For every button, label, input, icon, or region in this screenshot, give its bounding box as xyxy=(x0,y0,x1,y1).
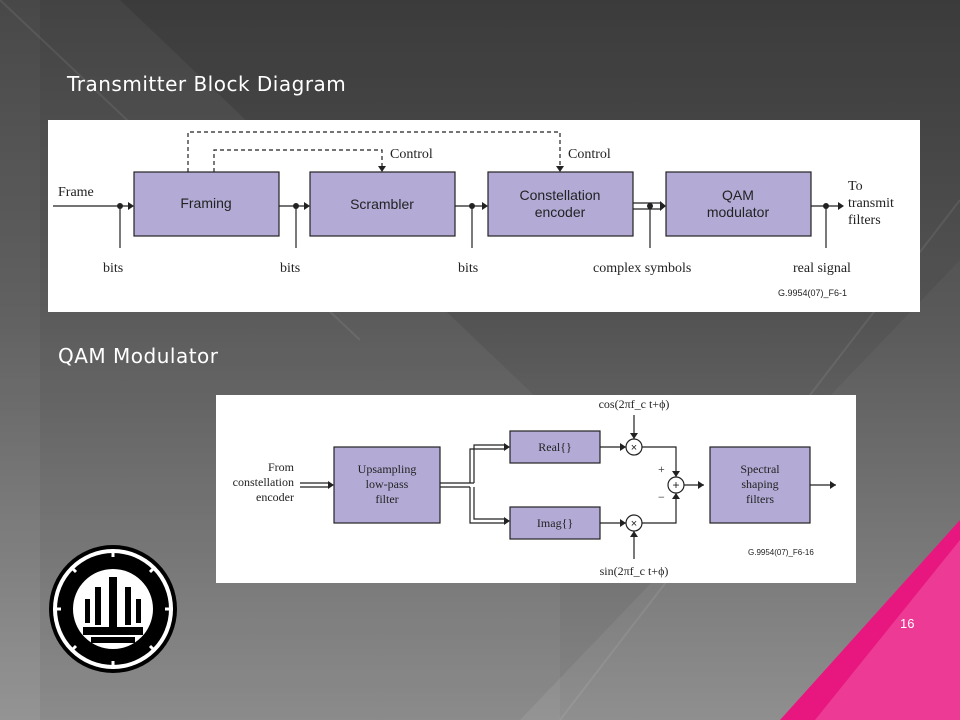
figure-id-qam: G.9954(07)_F6-16 xyxy=(748,548,814,557)
block-upsampling xyxy=(333,446,441,524)
block-framing-text: Framing xyxy=(180,195,231,211)
cos-label: cos(2πf_c t+ϕ) xyxy=(599,397,670,411)
tap-label-bits-2: bits xyxy=(280,261,300,276)
minus-sign: − xyxy=(658,490,665,504)
control-label-2: Control xyxy=(568,147,611,162)
block-imag xyxy=(509,506,601,540)
input-label: Frame xyxy=(58,185,94,200)
block-constellation-encoder xyxy=(487,171,634,237)
block-real-label: Real{} xyxy=(538,440,572,454)
block-spectral xyxy=(709,446,811,524)
block-framing xyxy=(133,171,280,237)
figure-id-tx: G.9954(07)_F6-1 xyxy=(778,288,847,298)
plus-sign: + xyxy=(658,462,665,476)
section-heading-transmitter: Transmitter Block Diagram xyxy=(67,72,347,96)
svg-text:×: × xyxy=(631,518,637,530)
university-emblem-logo xyxy=(49,545,177,673)
tap-label-bits-3: bits xyxy=(458,261,478,276)
block-real xyxy=(509,430,601,464)
block-scrambler xyxy=(309,171,456,237)
tap-label-bits-1: bits xyxy=(103,261,123,276)
section-heading-qam: QAM Modulator xyxy=(58,344,219,368)
block-qam-modulator xyxy=(665,171,812,237)
tap-label-complex-symbols: complex symbols xyxy=(593,261,691,276)
svg-text:×: × xyxy=(631,442,637,454)
sin-label: sin(2πf_c t+ϕ) xyxy=(600,564,669,578)
block-framing-label: Framing xyxy=(180,195,231,211)
svg-text:+: + xyxy=(672,478,679,492)
block-scrambler-label: Scrambler xyxy=(350,196,414,212)
tap-label-real-signal: real signal xyxy=(793,261,851,276)
page-number: 16 xyxy=(900,616,915,631)
block-imag-label: Imag{} xyxy=(537,516,573,530)
control-label-1: Control xyxy=(390,147,433,162)
